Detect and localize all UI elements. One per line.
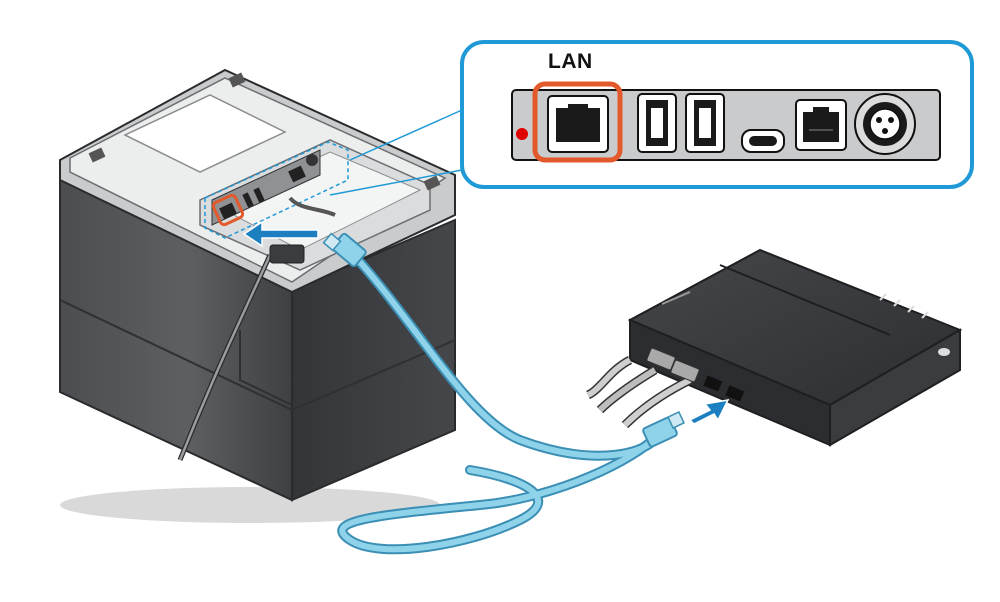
router-plug [670,359,700,383]
printer-label-panel [123,94,287,173]
router-cable-inner [586,357,632,398]
insert-arrow-icon [242,220,319,248]
router-port-icon [725,385,745,402]
usb-port-tongue [651,108,663,138]
router-status-light [907,305,915,313]
callout-leader-line [329,169,463,196]
power-pin [888,117,894,123]
power-pin [882,128,888,134]
lan-port-highlight [532,81,623,163]
usb-port-tongue [699,108,711,138]
power-pin [876,117,882,123]
power-cable-inner [178,254,272,461]
printer-foot [228,72,246,88]
cable-clip [269,244,305,264]
printer-usb-port-icon [253,187,265,203]
router [585,248,963,447]
lan-cable [322,232,685,555]
router-cable-inner [622,377,692,428]
router-power-led [938,348,950,356]
printer-foot [423,175,441,191]
router-status-light [893,299,901,307]
router-status-light [921,311,929,319]
callout-leader-line [349,109,463,161]
lan-cable-body [339,259,658,553]
router-side [829,328,961,447]
router-seam [719,264,891,336]
lan-plug-tip [322,232,342,252]
printer [59,68,456,523]
printer-lan-highlight [211,193,245,227]
router-status-light [879,293,887,301]
router-top-line [661,291,691,305]
rj11-port-icon [803,107,839,142]
printer-paper-slot [239,330,293,406]
lan-port-label: LAN [548,50,593,73]
router-plug [646,347,676,371]
printer-power-jack-icon [306,154,318,166]
lan-plug-tip [667,411,685,429]
power-dc-jack-core [869,108,901,140]
printer-seam [59,299,456,412]
router-cable-inner [597,367,657,413]
printer-lan-port-icon [219,202,237,220]
printer-rj11-port-icon [288,165,306,183]
printer-shadow [60,487,440,523]
printer-usb-port-icon [242,192,254,208]
callout-port-panel [511,81,941,163]
printer-port-outline [204,141,349,239]
usb-c-cable [288,196,336,217]
insert-arrow-icon [688,399,730,425]
indicator-led [516,128,528,140]
printer-side-face [291,218,456,502]
printer-foot [88,147,106,163]
router-port-icon [703,375,723,392]
lan-port-icon [556,104,600,142]
usb-c-port-icon [749,136,777,146]
